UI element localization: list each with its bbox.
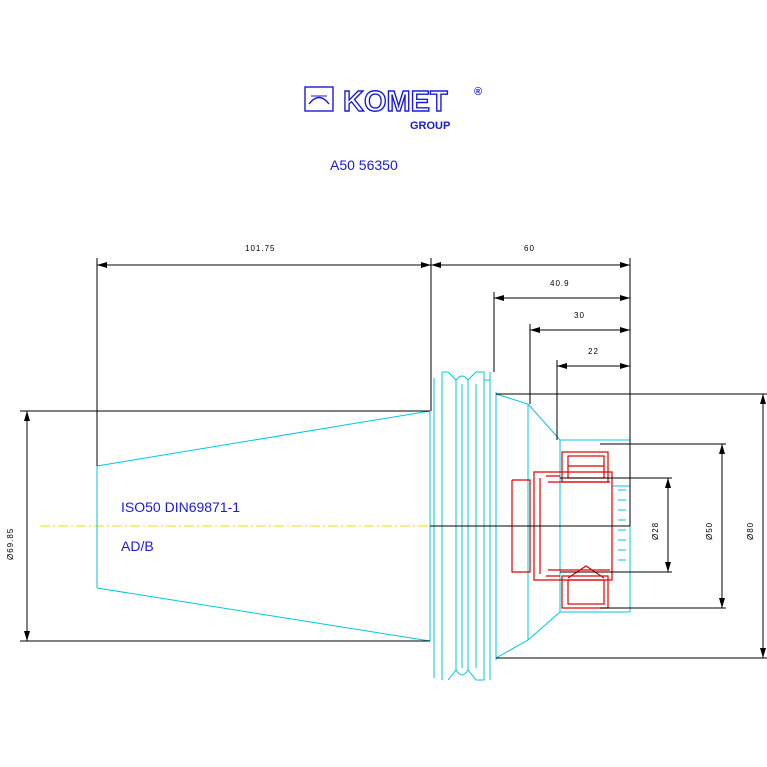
dim-length-22: 22	[588, 347, 599, 356]
brand-sub: GROUP	[410, 120, 450, 132]
dim-length-60: 60	[524, 244, 535, 253]
internal-detail	[511, 451, 613, 609]
dim-taper-length: 101.75	[245, 244, 275, 253]
komet-logo: KOMET ® GROUP	[304, 85, 482, 132]
brand-name: KOMET	[343, 86, 448, 118]
spec-standard: ISO50 DIN69871-1	[121, 499, 240, 515]
spec-variant: AD/B	[121, 538, 154, 554]
logo-emblem-icon	[304, 86, 334, 112]
dim-dia-80: Ø80	[746, 522, 755, 540]
dim-dia-28: Ø28	[651, 522, 660, 540]
part-number: A50 56350	[330, 157, 398, 173]
dim-length-30: 30	[574, 311, 585, 320]
brand-registered-mark: ®	[474, 86, 482, 98]
dim-dia-taper: Ø69.85	[6, 528, 15, 560]
dimension-lines	[20, 258, 767, 659]
dim-dia-50: Ø50	[705, 522, 714, 540]
dim-length-40-9: 40.9	[550, 279, 570, 288]
